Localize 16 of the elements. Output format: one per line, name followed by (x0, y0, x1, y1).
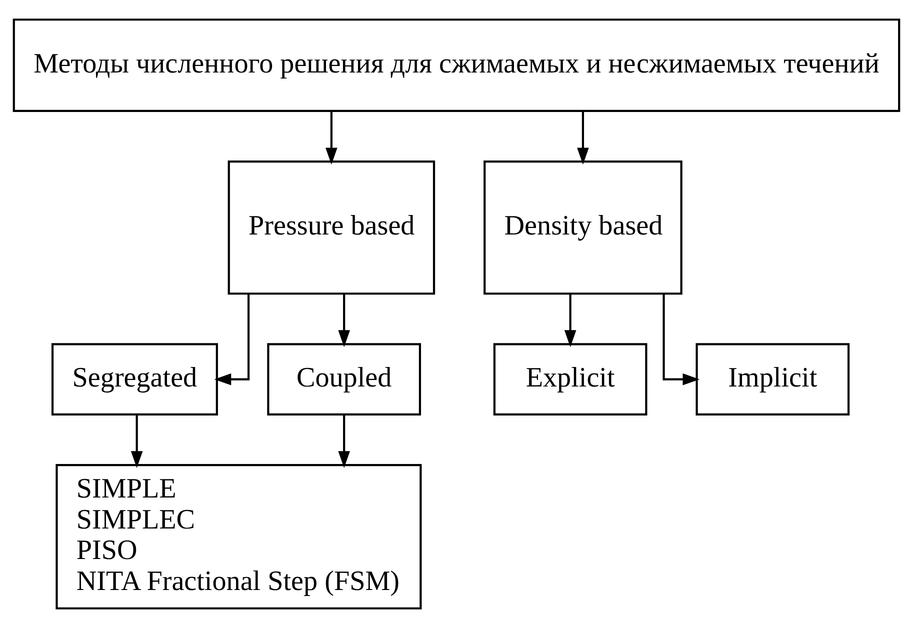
arrow (130, 414, 143, 468)
node-box: Pressure based (228, 160, 436, 295)
node-box: Explicit (493, 343, 648, 416)
node-box: Density based (484, 160, 682, 295)
node-box: Coupled (267, 343, 422, 416)
node-box: Методы численного решения для сжимаемых и несжимаемых течений (12, 18, 900, 112)
node-box: Segregated (51, 343, 218, 416)
arrow (564, 294, 576, 348)
arrow (326, 111, 338, 165)
arrow (338, 294, 350, 348)
arrow (214, 294, 250, 386)
node-box: SIMPLE SIMPLEC PISO NITA Fractional Step (FSM) (56, 464, 422, 610)
arrow (662, 294, 700, 386)
node-box: Implicit (696, 343, 850, 416)
arrow (577, 111, 589, 165)
arrow (338, 414, 350, 468)
